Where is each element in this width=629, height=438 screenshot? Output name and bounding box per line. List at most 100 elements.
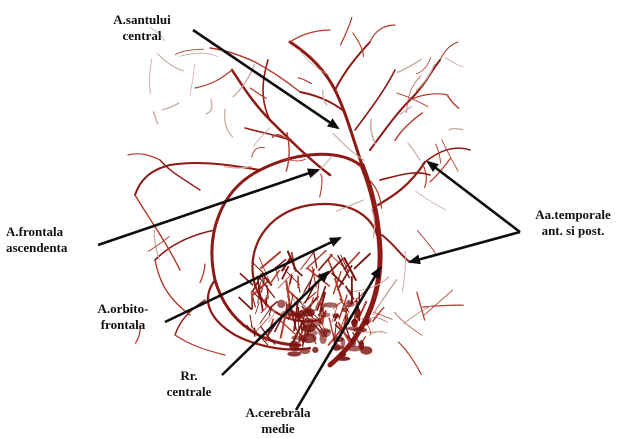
vessel-blob <box>336 357 350 361</box>
label-arrow <box>98 170 318 245</box>
artery-branch <box>440 42 458 60</box>
vessel-blob <box>339 351 347 357</box>
vessel-blob <box>341 308 348 313</box>
perforating-branch <box>255 302 259 314</box>
vessel-blob <box>289 341 299 351</box>
fine-branch <box>398 342 421 375</box>
fine-branch <box>154 112 158 124</box>
vessel-blob <box>318 328 331 337</box>
artery-branch <box>128 154 160 160</box>
artery-branch <box>155 230 215 260</box>
vessel-blob <box>300 309 313 313</box>
fine-branch <box>371 120 376 144</box>
fine-branch <box>417 230 435 253</box>
label-a-cerebrala-medie: A.cerebrala medie <box>230 405 326 437</box>
fine-branch <box>416 57 431 74</box>
label-text: Aa.temporale <box>521 207 625 223</box>
artery-branch <box>195 70 232 88</box>
fine-branch <box>416 191 446 210</box>
fine-branch <box>320 174 322 197</box>
vessel-blob <box>289 313 301 317</box>
label-arrow <box>193 30 338 128</box>
vessel-blob <box>312 347 318 353</box>
fine-branch <box>408 143 420 160</box>
artery-branch <box>335 42 370 90</box>
artery-branch <box>425 148 470 162</box>
label-text: A.santului <box>96 12 188 28</box>
label-text: A.cerebrala <box>230 405 326 421</box>
fine-branch <box>225 109 233 137</box>
fine-branch <box>448 96 459 108</box>
fine-branch <box>403 306 430 323</box>
label-arrow <box>428 162 520 232</box>
artery-branch <box>370 25 395 42</box>
perforating-branch <box>250 315 252 327</box>
vessel-blob <box>360 346 372 354</box>
artery-branch <box>378 162 425 205</box>
fine-branch <box>252 147 265 157</box>
fine-branch <box>398 59 422 72</box>
label-text: central <box>96 28 188 44</box>
label-text: ascendenta <box>6 240 96 256</box>
artery-branch <box>135 195 180 270</box>
artery-branches <box>128 17 470 374</box>
fine-branch <box>407 76 421 113</box>
label-text: frontala <box>78 317 168 333</box>
vessel-blob <box>323 302 337 307</box>
label-a-santului-central: A.santului central <box>96 12 188 44</box>
fine-branch <box>341 17 352 45</box>
fine-branch <box>180 53 217 56</box>
label-a-orbito-frontala: A.orbito- frontala <box>78 301 168 333</box>
fine-branch <box>450 129 463 131</box>
fine-branch <box>298 78 311 84</box>
fine-branch <box>206 99 212 113</box>
label-arrow <box>410 232 520 262</box>
fine-branch <box>417 292 425 320</box>
vessel-blob <box>301 334 317 344</box>
label-aa-temporale: Aa.temporale ant. si post. <box>521 207 625 239</box>
label-text: A.orbito- <box>78 301 168 317</box>
fine-branch <box>162 103 179 110</box>
vessel-blob <box>323 329 330 332</box>
artery-branch <box>232 70 330 175</box>
vessel-blob <box>363 318 369 325</box>
artery-branch <box>210 48 300 92</box>
fine-branch <box>353 33 364 57</box>
fine-branch <box>200 264 205 283</box>
artery-branch <box>355 70 395 130</box>
label-text: Rr. <box>154 368 224 384</box>
label-a-frontala-ascendenta: A.frontala ascendenta <box>6 224 96 256</box>
artery-branch <box>290 30 330 42</box>
fine-branch <box>158 54 184 71</box>
fine-branch <box>149 59 151 94</box>
label-rr-centrale: Rr. centrale <box>154 368 224 400</box>
fine-branch <box>190 64 195 95</box>
label-text: centrale <box>154 384 224 400</box>
vessel-blob <box>287 351 301 356</box>
label-arrow <box>165 238 340 322</box>
label-arrows <box>98 30 520 410</box>
vessel-blob <box>344 302 355 307</box>
artery-branch <box>175 335 225 355</box>
fine-branch <box>323 90 327 105</box>
vessel-blob <box>318 312 331 317</box>
label-text: A.frontala <box>6 224 96 240</box>
fine-branch <box>423 290 452 316</box>
fine-branch <box>422 164 426 188</box>
label-text: ant. si post. <box>521 223 625 239</box>
artery-branch <box>380 173 430 180</box>
fine-branch <box>394 312 422 336</box>
label-text: medie <box>230 421 326 437</box>
fine-branch <box>395 113 422 141</box>
vessel-blob <box>353 327 367 332</box>
vessel-blob <box>351 319 357 328</box>
vessel-blob <box>302 324 316 332</box>
vessel-blob <box>299 348 310 355</box>
vessel-blob <box>332 313 339 318</box>
vessel-blob <box>349 338 356 347</box>
vessel-blob <box>277 300 286 309</box>
vessel-blob <box>348 346 362 352</box>
perforating-branch <box>239 297 252 310</box>
fine-branch <box>446 58 464 67</box>
